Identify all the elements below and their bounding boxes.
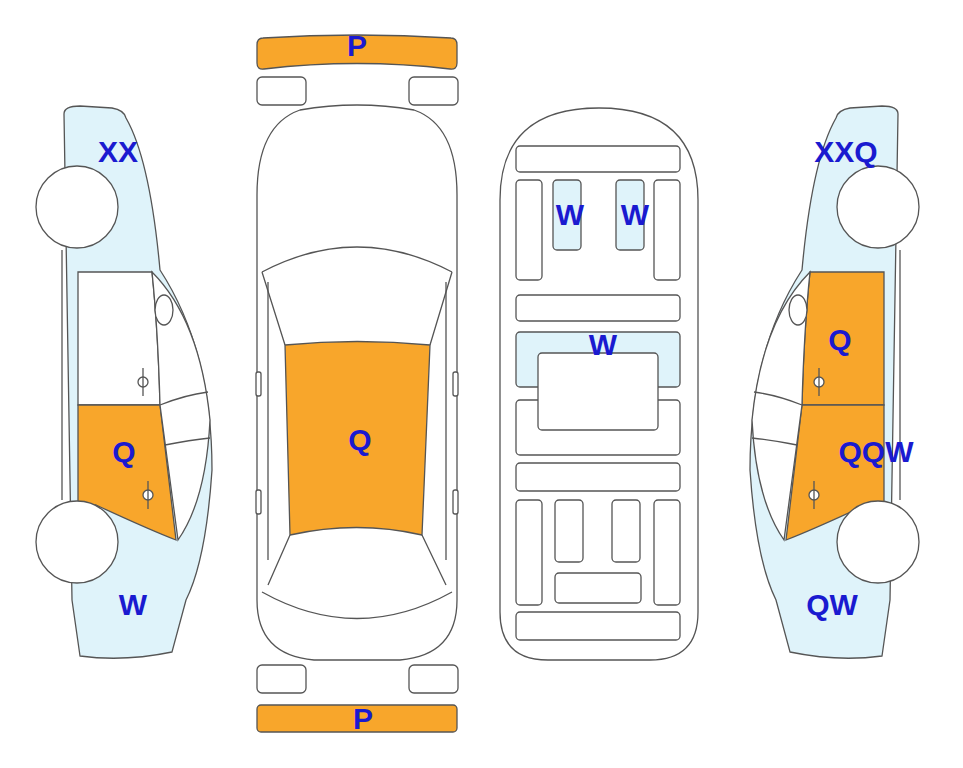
damage-code: Q <box>112 437 135 467</box>
lamp <box>409 665 458 693</box>
right-side-view <box>750 106 919 658</box>
interior-view <box>500 108 698 660</box>
damage-code: QW <box>806 590 858 620</box>
damage-code: Q <box>348 425 371 455</box>
lamp <box>409 77 458 105</box>
damage-code: W <box>556 200 584 230</box>
damage-code: W <box>119 590 147 620</box>
damage-code: P <box>347 31 367 61</box>
damage-code: XXQ <box>814 137 877 167</box>
left-side-view <box>36 106 212 658</box>
damage-code: W <box>621 200 649 230</box>
damage-code: QQW <box>839 437 914 467</box>
damage-code: Q <box>828 325 851 355</box>
lamp <box>257 77 306 105</box>
lamp <box>257 665 306 693</box>
damage-code: XX <box>98 137 138 167</box>
damage-code: W <box>589 330 617 360</box>
damage-code: P <box>353 704 373 734</box>
top-view <box>256 105 458 660</box>
